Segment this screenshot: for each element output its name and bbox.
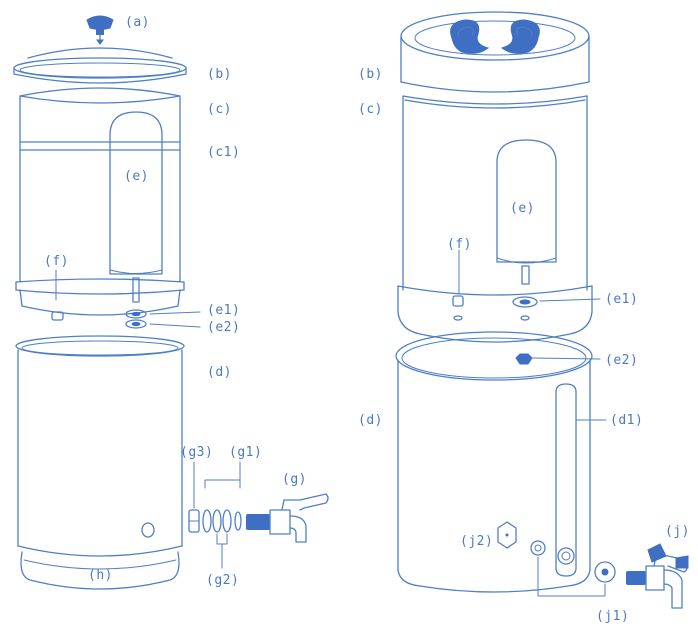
label-c1: (c1) xyxy=(207,145,240,160)
label-d-right: (d) xyxy=(358,413,383,428)
label-e1-left: (e1) xyxy=(207,303,240,318)
label-g2: (g2) xyxy=(206,573,239,588)
washers-e1-e2 xyxy=(125,309,201,329)
leader-e1-right xyxy=(539,298,601,302)
spigot xyxy=(246,493,329,543)
label-j: (j) xyxy=(665,524,690,539)
assembled-lower-chamber xyxy=(395,331,593,593)
label-e2-left: (e2) xyxy=(207,320,240,335)
label-c: (c) xyxy=(207,102,232,117)
leader-e2-right xyxy=(531,357,601,360)
label-d1: (d1) xyxy=(610,413,643,428)
label-g3: (g3) xyxy=(180,445,213,460)
assembled-spigot xyxy=(594,543,689,609)
label-j1: (j1) xyxy=(596,609,629,624)
assembled-lid xyxy=(400,11,590,93)
leader-j1 xyxy=(537,556,606,597)
upper-chamber xyxy=(15,87,185,321)
label-b: (b) xyxy=(207,67,232,82)
lower-chamber xyxy=(15,335,185,590)
label-g1: (g1) xyxy=(229,445,262,460)
label-f-left: (f) xyxy=(44,254,69,269)
label-a: (a) xyxy=(125,15,150,30)
assembled-upper-chamber xyxy=(397,95,593,343)
label-h: (h) xyxy=(88,568,113,583)
label-e1-right: (e1) xyxy=(605,292,638,307)
assembled-view: (b) (c) (e) (f) (e1) (e2) (d) (d1) (j2) … xyxy=(358,11,690,624)
label-e2-right: (e2) xyxy=(605,353,638,368)
label-j2: (j2) xyxy=(460,534,493,549)
label-g: (g) xyxy=(282,472,307,487)
spigot-fittings xyxy=(188,479,242,569)
filter-element xyxy=(109,111,163,303)
label-f-right: (f) xyxy=(447,237,472,252)
assembled-filter-element xyxy=(496,139,557,285)
label-e-left: (e) xyxy=(124,169,149,184)
label-e-right: (e) xyxy=(510,201,535,216)
label-d-left: (d) xyxy=(207,365,232,380)
exploded-view: (a) (b) (c) (c1) (e) (f) (e1) (e2) (d) (… xyxy=(13,15,329,590)
lid xyxy=(13,47,187,84)
label-c-right: (c) xyxy=(358,102,383,117)
lid-knob xyxy=(86,15,114,45)
label-b-right: (b) xyxy=(358,67,383,82)
